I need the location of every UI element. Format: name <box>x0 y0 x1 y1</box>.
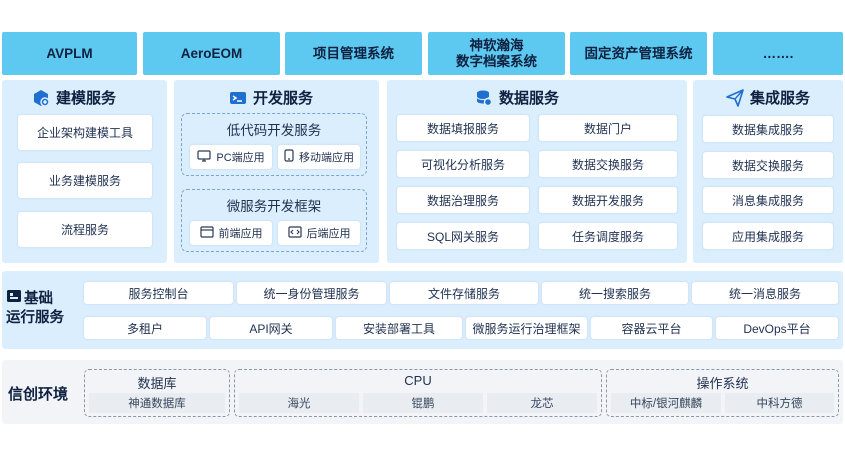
env-cpu-group: CPU 海光 锟鹏 龙芯 <box>234 369 602 417</box>
data-item-visualization[interactable]: 可视化分析服务 <box>397 151 529 177</box>
env-db-title: 数据库 <box>137 376 177 391</box>
data-panel: 数据服务 数据填报服务 数据门户 可视化分析服务 数据交换服务 数据治理服务 数… <box>387 80 687 263</box>
mobile-icon <box>284 149 294 165</box>
base-identity[interactable]: 统一身份管理服务 <box>237 282 386 304</box>
code-icon <box>287 225 302 241</box>
base-deploy-tool[interactable]: 安装部署工具 <box>336 317 462 339</box>
modeling-item-business[interactable]: 业务建模服务 <box>18 163 152 198</box>
data-item-fill[interactable]: 数据填报服务 <box>397 115 529 141</box>
env-cpu-item: 锟鹏 <box>363 393 483 413</box>
base-title-line2: 运行服务 <box>6 310 64 326</box>
env-panel <box>2 360 843 424</box>
system-digital-archive[interactable]: 神软瀚海 数字档案系统 <box>428 32 565 75</box>
modeling-item-ea-tool[interactable]: 企业架构建模工具 <box>18 115 152 150</box>
system-fixed-asset[interactable]: 固定资产管理系统 <box>570 32 707 75</box>
system-project-management[interactable]: 项目管理系统 <box>285 32 422 75</box>
data-title: 数据服务 <box>475 87 559 108</box>
lowcode-mobile-app[interactable]: 移动端应用 <box>278 145 360 169</box>
lowcode-mobile-label: 移动端应用 <box>299 152 354 164</box>
env-cpu-item: 海光 <box>239 393 359 413</box>
base-devops[interactable]: DevOps平台 <box>716 317 838 339</box>
env-os-group: 操作系统 中标/银河麒麟 中科方德 <box>606 369 839 417</box>
data-item-exchange[interactable]: 数据交换服务 <box>539 151 677 177</box>
lowcode-title: 低代码开发服务 <box>226 123 322 138</box>
monitor-icon <box>197 149 211 165</box>
modeling-title-text: 建模服务 <box>56 90 117 107</box>
system-more[interactable]: ……. <box>713 32 843 75</box>
env-title: 信创环境 <box>8 386 69 403</box>
integration-item-message[interactable]: 消息集成服务 <box>703 187 833 213</box>
micro-frontend-app[interactable]: 前端应用 <box>190 221 272 245</box>
window-icon <box>199 225 214 241</box>
base-api-gateway[interactable]: API网关 <box>210 317 332 339</box>
send-icon <box>726 88 744 107</box>
lowcode-pc-app[interactable]: PC端应用 <box>190 145 272 169</box>
base-title-line1: 基础 <box>24 290 53 307</box>
env-os-item: 中标/银河麒麟 <box>611 393 721 413</box>
env-cpu-title: CPU <box>404 373 432 388</box>
base-microservice-governance[interactable]: 微服务运行治理框架 <box>466 317 587 339</box>
env-os-item: 中科方德 <box>725 393 834 413</box>
microservice-group: 微服务开发框架 前端应用 后端应用 <box>181 189 367 252</box>
dev-panel: 开发服务 低代码开发服务 PC端应用 移动端应用 微服务开发框架 前端应用 <box>174 80 379 263</box>
data-item-portal[interactable]: 数据门户 <box>539 115 677 141</box>
data-item-scheduling[interactable]: 任务调度服务 <box>539 223 677 249</box>
integration-title-text: 集成服务 <box>750 90 811 107</box>
integration-item-data[interactable]: 数据集成服务 <box>703 116 833 142</box>
modeling-panel: 建模服务 企业架构建模工具 业务建模服务 流程服务 <box>2 80 167 263</box>
integration-item-application[interactable]: 应用集成服务 <box>703 223 833 249</box>
modeling-title: 建模服务 <box>32 87 116 108</box>
modeling-item-process[interactable]: 流程服务 <box>18 212 152 247</box>
base-container-cloud[interactable]: 容器云平台 <box>591 317 712 339</box>
env-os-title: 操作系统 <box>696 376 749 391</box>
database-icon <box>475 89 493 107</box>
terminal-icon <box>229 89 247 107</box>
base-title: 基础 运行服务 <box>6 289 78 328</box>
micro-backend-label: 后端应用 <box>306 228 351 240</box>
dev-title-text: 开发服务 <box>253 90 314 107</box>
base-multitenant[interactable]: 多租户 <box>84 317 206 339</box>
system-aeroeom[interactable]: AeroEOM <box>143 32 280 75</box>
system-avplm[interactable]: AVPLM <box>2 32 137 75</box>
lowcode-group: 低代码开发服务 PC端应用 移动端应用 <box>181 113 367 176</box>
integration-panel: 集成服务 数据集成服务 数据交换服务 消息集成服务 应用集成服务 <box>693 80 843 263</box>
lowcode-pc-label: PC端应用 <box>216 152 265 164</box>
modeling-service-icon <box>32 89 50 107</box>
env-db-item: 神通数据库 <box>89 393 225 413</box>
micro-backend-app[interactable]: 后端应用 <box>278 221 360 245</box>
base-search[interactable]: 统一搜索服务 <box>542 282 688 304</box>
base-file-storage[interactable]: 文件存储服务 <box>390 282 538 304</box>
dev-title: 开发服务 <box>229 87 313 108</box>
base-icon <box>6 289 22 309</box>
data-item-sql-gateway[interactable]: SQL网关服务 <box>397 223 529 249</box>
integration-title: 集成服务 <box>726 87 810 108</box>
base-console[interactable]: 服务控制台 <box>84 282 233 304</box>
base-message[interactable]: 统一消息服务 <box>692 282 838 304</box>
env-cpu-item: 龙芯 <box>487 393 597 413</box>
base-panel: 基础 运行服务 服务控制台 统一身份管理服务 文件存储服务 统一搜索服务 统一消… <box>2 271 843 349</box>
integration-item-exchange[interactable]: 数据交换服务 <box>703 152 833 178</box>
data-item-governance[interactable]: 数据治理服务 <box>397 187 529 213</box>
data-item-development[interactable]: 数据开发服务 <box>539 187 677 213</box>
micro-frontend-label: 前端应用 <box>218 228 263 240</box>
data-title-text: 数据服务 <box>499 90 560 107</box>
env-db-group: 数据库 神通数据库 <box>84 369 230 417</box>
microservice-title: 微服务开发框架 <box>226 199 322 214</box>
